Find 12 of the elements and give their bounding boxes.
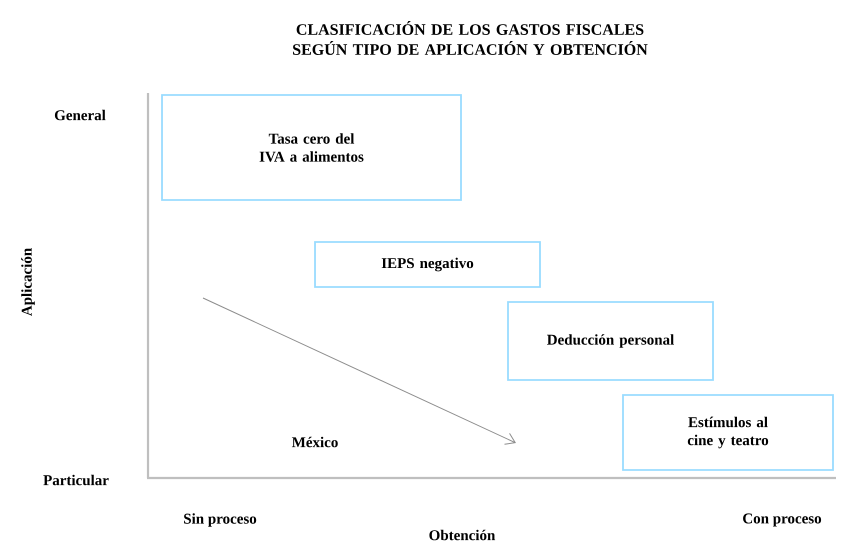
title: CLASIFICACIÓN DE LOS GASTOS FISCALES SEGÚN TIPO DE APLICACIÓN Y OBTENCIÓN: [293, 21, 648, 55]
category-box: IEPS negativo: [314, 241, 541, 288]
axis-label: Aplicación: [21, 248, 35, 316]
axis-label: Sin proceso: [184, 513, 256, 527]
axis-label: Obtención: [429, 530, 496, 540]
category-box: Estímulos al cine y teatro: [622, 394, 834, 471]
axis-label: Con proceso: [743, 513, 822, 527]
category-box: Deducción personal: [507, 301, 714, 381]
axis-label: Particular: [43, 474, 109, 486]
axis-label: General: [54, 110, 106, 120]
category-box: Tasa cero del IVA a alimentos: [161, 94, 462, 201]
axis-label: México: [292, 436, 338, 448]
